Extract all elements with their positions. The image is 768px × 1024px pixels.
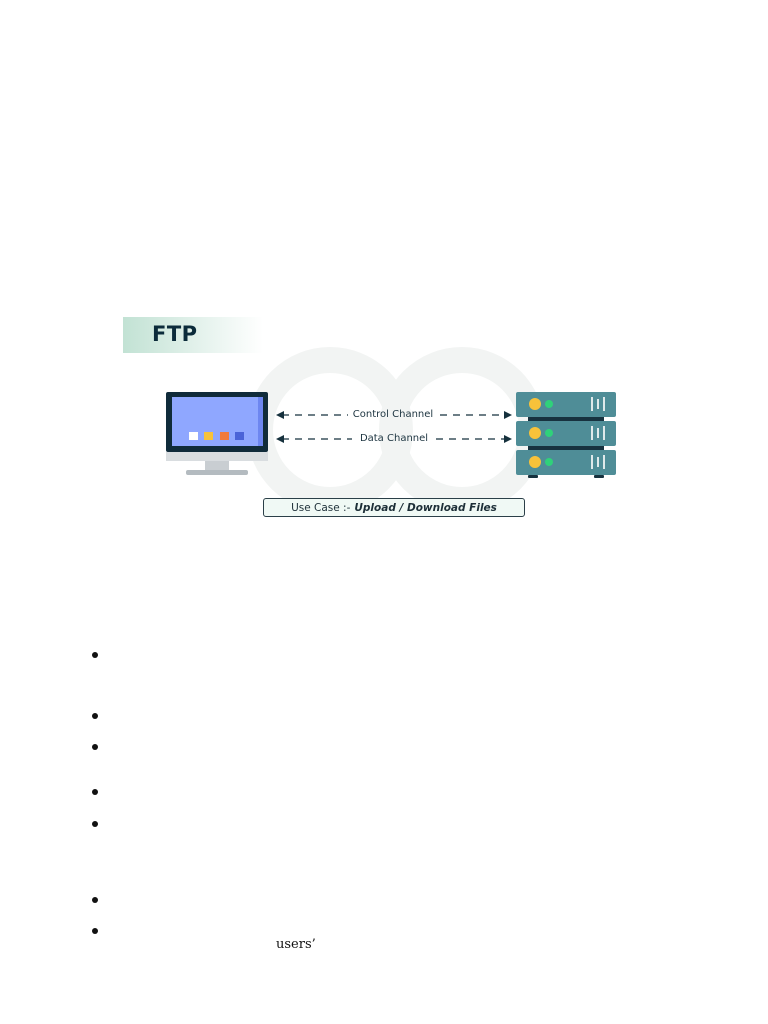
desktop-monitor-icon	[166, 392, 268, 475]
control-channel-label: Control Channel	[352, 409, 434, 420]
data-channel-arrow	[276, 435, 512, 443]
ftp-diagram-graphics	[123, 317, 616, 513]
text-fragment: users’	[276, 937, 316, 952]
list-bullet	[92, 789, 98, 795]
list-bullet	[92, 713, 98, 719]
use-case-value: Upload / Download Files	[354, 501, 497, 514]
data-channel-label: Data Channel	[359, 433, 429, 444]
list-bullet	[92, 897, 98, 903]
server-rack-icon	[516, 392, 616, 478]
list-bullet	[92, 928, 98, 934]
list-bullet	[92, 652, 98, 658]
watermark-logo	[247, 347, 545, 513]
use-case-box: Use Case :- Upload / Download Files	[263, 498, 525, 517]
list-bullet	[92, 744, 98, 750]
control-channel-arrow	[276, 411, 512, 419]
ftp-diagram: FTP Control Channel Data Channel Use Cas…	[123, 317, 616, 517]
list-bullet	[92, 821, 98, 827]
diagram-title: FTP	[152, 322, 198, 346]
title-band	[123, 317, 263, 353]
use-case-prefix: Use Case :-	[291, 501, 351, 514]
